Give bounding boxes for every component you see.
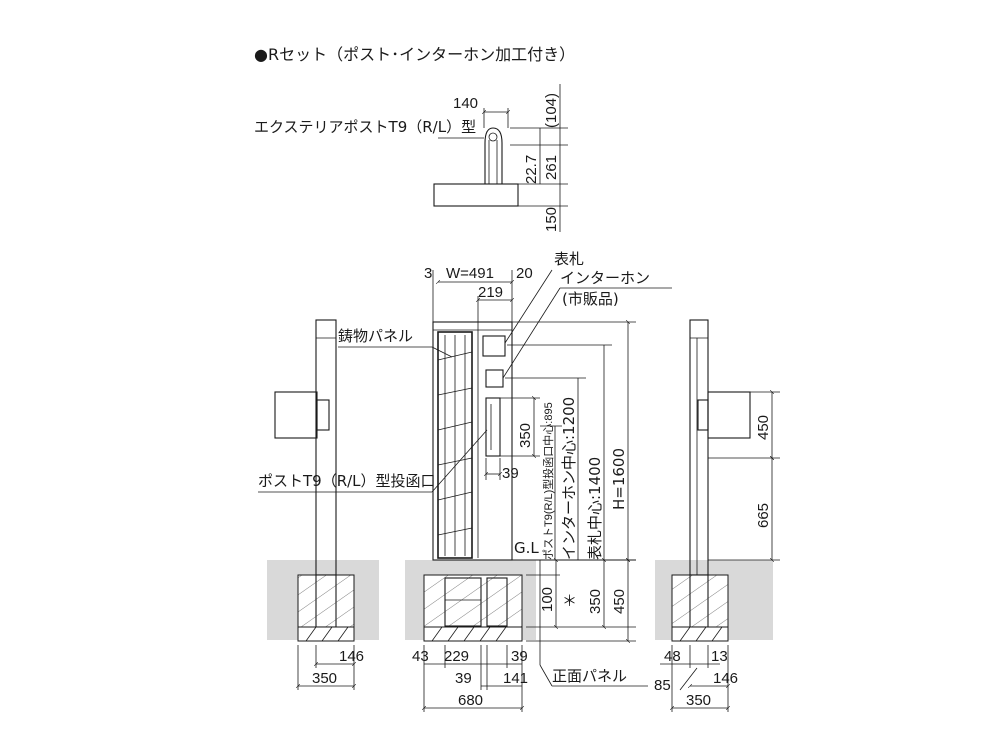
dim-22-7: 22.7 (523, 155, 540, 184)
dim-104: (104) (543, 93, 560, 128)
label-intercom-center: インターホン中心:1200 (560, 397, 578, 560)
label-gl: G.L (514, 539, 539, 557)
base-dim-39-top: 39 (511, 648, 528, 665)
right-dim-146: 146 (713, 670, 738, 687)
nameplate (482, 335, 506, 357)
label-cast-panel: 鋳物パネル (338, 327, 413, 345)
right-mailbox (707, 391, 751, 439)
base-dim-43: 43 (412, 648, 429, 665)
left-dim-350: 350 (312, 670, 337, 687)
dim-150: 150 (543, 207, 560, 232)
right-dim-665: 665 (755, 503, 772, 528)
dim-3: 3 (424, 265, 432, 282)
base-dim-39-bottom: 39 (455, 670, 472, 687)
right-dim-450: 450 (755, 415, 772, 440)
right-dim-48: 48 (664, 648, 681, 665)
base-dim-141: 141 (503, 670, 528, 687)
base-dim-229: 229 (444, 648, 469, 665)
dim-w: W=491 (446, 265, 494, 282)
label-nameplate: 表札 (554, 250, 584, 268)
dim-39: 39 (502, 465, 519, 482)
top-view-base (433, 183, 519, 207)
left-mailbox (274, 391, 318, 439)
dim-219: 219 (478, 284, 503, 301)
intercom (485, 369, 504, 388)
base-dim-680: 680 (458, 692, 483, 709)
dim-350-below: 350 (587, 589, 604, 614)
left-side-view: 146 350 (274, 319, 364, 690)
label-front-panel: 正面パネル (552, 667, 627, 685)
label-post-slot: ポストT9（R/L）型投函口 (258, 472, 436, 490)
right-side-view: 450 665 48 13 85 146 350 (654, 319, 780, 712)
dim-100: 100 (539, 587, 556, 612)
label-nameplate-center: 表札中心:1400 (586, 457, 604, 560)
right-dim-13: 13 (711, 648, 728, 665)
cast-panel (437, 331, 473, 559)
set-title: ●Rセット（ポスト･インターホン加工付き） (254, 45, 575, 64)
label-h: H=1600 (610, 448, 628, 510)
dim-450: 450 (611, 589, 628, 614)
front-pillar (432, 321, 513, 561)
front-view: 3 W=491 20 219 表札 インターホン (市販品) 鋳物パネル ポスト… (258, 250, 672, 712)
label-intercom-sub: (市販品) (562, 290, 619, 308)
asterisk: ＊ (562, 592, 577, 610)
dim-140: 140 (453, 95, 478, 112)
post-slot (485, 397, 501, 457)
dim-261: 261 (543, 155, 560, 180)
right-dim-85: 85 (654, 677, 671, 694)
label-slot-center: ポストT9(R/L)型投函口中心:895 (541, 402, 555, 560)
label-intercom: インターホン (560, 269, 650, 287)
dim-20: 20 (516, 265, 533, 282)
left-dim-146: 146 (339, 648, 364, 665)
top-post-label: エクステリアポストT9（R/L）型 (254, 118, 476, 136)
dim-350: 350 (517, 423, 534, 448)
top-view: エクステリアポストT9（R/L）型 140 (104) 22.7 261 150 (254, 84, 568, 232)
right-dim-350: 350 (686, 692, 711, 709)
top-view-post (484, 127, 503, 184)
